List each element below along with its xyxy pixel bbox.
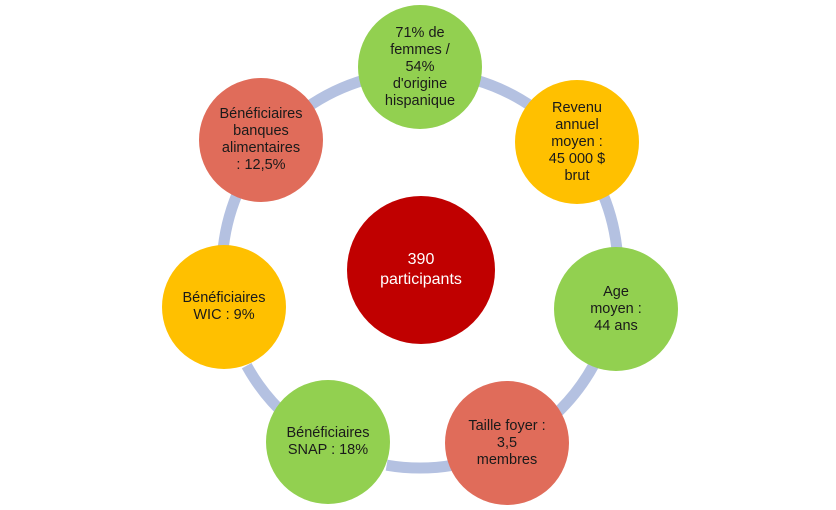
node-wic-beneficiaries: Bénéficiaires WIC : 9% bbox=[162, 245, 286, 369]
node-gender-origin: 71% de femmes / 54% d'origine hispanique bbox=[358, 5, 482, 129]
node-annual-income: Revenu annuel moyen : 45 000 $ brut bbox=[515, 80, 639, 204]
node-gender-origin-label: 71% de femmes / 54% d'origine hispanique bbox=[384, 24, 456, 109]
node-snap-beneficiaries: Bénéficiaires SNAP : 18% bbox=[266, 380, 390, 504]
node-annual-income-label: Revenu annuel moyen : 45 000 $ brut bbox=[548, 99, 606, 184]
node-household-size: Taille foyer : 3,5 membres bbox=[445, 381, 569, 505]
ring-segment bbox=[302, 74, 368, 114]
ring-segment bbox=[385, 459, 455, 474]
node-average-age: Age moyen : 44 ans bbox=[554, 247, 678, 371]
node-food-bank-beneficiaries-label: Bénéficiaires banques alimentaires : 12,… bbox=[219, 106, 303, 173]
node-food-bank-beneficiaries: Bénéficiaires banques alimentaires : 12,… bbox=[199, 78, 323, 202]
center-participants-label: 390 participants bbox=[380, 251, 462, 288]
center-participants-node: 390 participants bbox=[347, 196, 495, 344]
node-household-size-label: Taille foyer : 3,5 membres bbox=[468, 417, 546, 468]
node-average-age-label: Age moyen : 44 ans bbox=[590, 283, 642, 334]
node-snap-beneficiaries-label: Bénéficiaires SNAP : 18% bbox=[286, 425, 370, 458]
ring-segment bbox=[472, 74, 538, 114]
node-wic-beneficiaries-label: Bénéficiaires WIC : 9% bbox=[182, 290, 266, 323]
